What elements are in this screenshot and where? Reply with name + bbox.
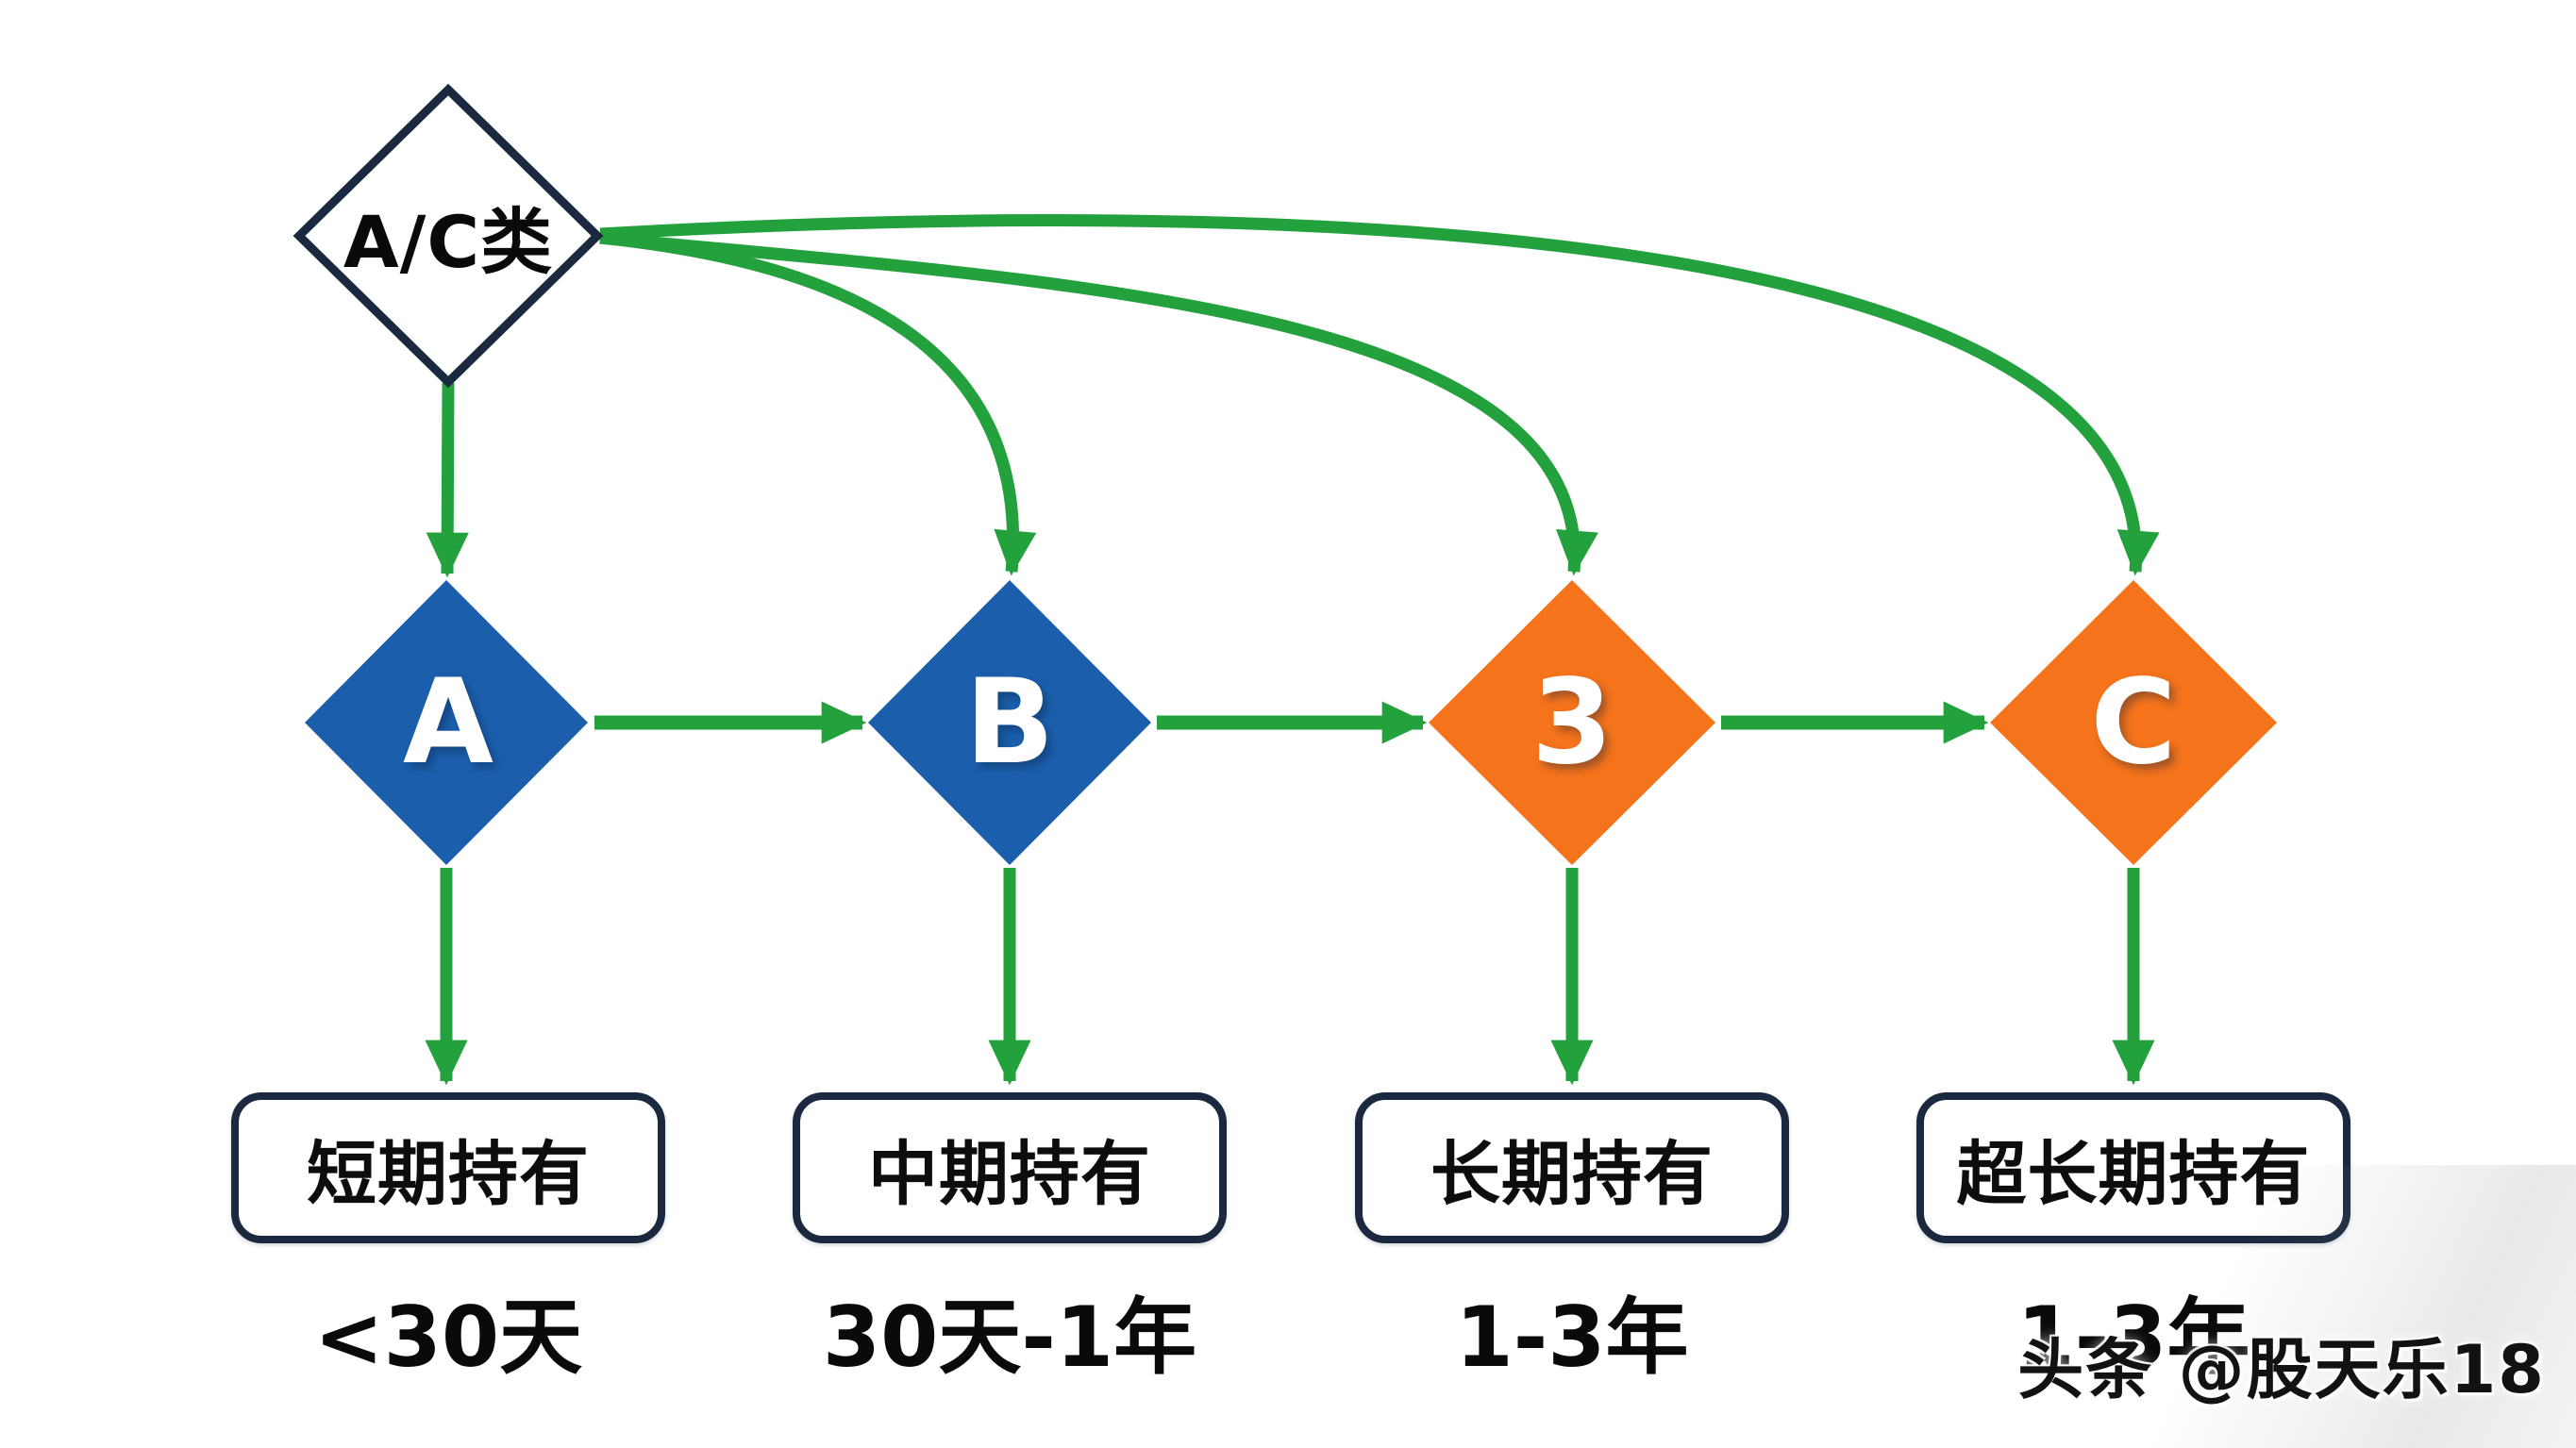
result-box-long-term: 长期持有	[1355, 1092, 1789, 1243]
result-box-short-term: 短期持有	[231, 1092, 665, 1243]
duration-label-long: 1-3年	[1455, 1288, 1689, 1386]
node-3-label: 3	[1531, 655, 1614, 791]
node-a-label: A	[403, 655, 493, 791]
arrows-group	[425, 214, 2160, 1086]
node-3-diamond	[1429, 580, 1715, 865]
watermark-text: 头条 @股天乐18	[2017, 1331, 2546, 1408]
duration-label-mid: 30天-1年	[822, 1288, 1197, 1386]
root-decision-label: A/C类	[343, 200, 554, 284]
diamonds-group	[293, 83, 2277, 865]
result-box-mid-term: 中期持有	[793, 1092, 1227, 1243]
arrow-root-to-a	[426, 382, 469, 578]
node-b-diamond	[868, 580, 1151, 865]
curve-root-to-c	[599, 214, 2160, 576]
curve-root-to-b	[599, 231, 1037, 576]
duration-label-short: <30天	[313, 1288, 583, 1386]
node-a-diamond	[305, 580, 588, 865]
result-box-extra-long-term: 超长期持有	[1916, 1092, 2350, 1243]
node-b-label: B	[964, 655, 1055, 791]
duration-label-extra-long: 1-3年	[2016, 1288, 2250, 1386]
node-c-label: C	[2090, 655, 2177, 791]
node-c-diamond	[1990, 580, 2277, 865]
curve-root-to-3	[599, 231, 1598, 576]
root-decision-diamond	[293, 83, 604, 389]
